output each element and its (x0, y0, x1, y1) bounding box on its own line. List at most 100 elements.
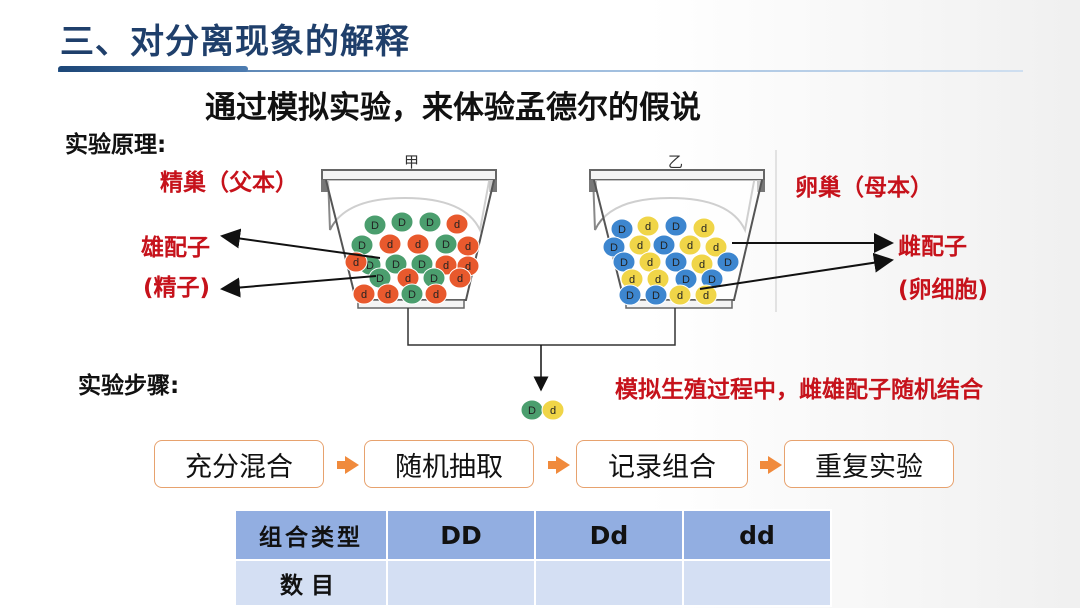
svg-text:d: d (405, 273, 411, 285)
step-arrow-3 (760, 456, 782, 474)
svg-text:d: d (387, 239, 393, 251)
ball-recessive: d (406, 233, 430, 255)
svg-text:d: d (645, 221, 651, 233)
male-gamete-arrow-2 (220, 275, 377, 298)
ball-recessive: d (378, 233, 402, 255)
svg-text:D: D (426, 217, 434, 229)
svg-text:D: D (620, 257, 628, 269)
svg-text:D: D (724, 257, 732, 269)
svg-text:D: D (672, 221, 680, 233)
table-header-row: 组合类型 DD Dd dd (234, 509, 832, 561)
svg-text:d: d (713, 242, 719, 254)
result-table: 组合类型 DD Dd dd 数目 (234, 509, 832, 607)
ball-dominant: D (434, 233, 458, 255)
ball-dominant: D (418, 211, 442, 233)
svg-text:D: D (652, 290, 660, 302)
connector-line (407, 308, 676, 346)
svg-text:D: D (371, 220, 379, 232)
ball-dominant: D (652, 234, 676, 256)
female-gamete-arrow-2 (699, 252, 894, 290)
ball-dominant: D (664, 215, 688, 237)
svg-text:d: d (687, 240, 693, 252)
svg-text:d: d (550, 405, 556, 417)
ball-recessive: d (704, 236, 728, 258)
table-header-dd-mixed: Dd (534, 509, 684, 561)
combine-note: 模拟生殖过程中，雌雄配子随机结合 (615, 377, 983, 403)
svg-text:d: d (443, 260, 449, 272)
ball-dominant: D (610, 218, 634, 240)
ball-dominant: D (400, 283, 424, 305)
step-draw: 随机抽取 (364, 440, 534, 488)
ball-dominant: D (363, 214, 387, 236)
ball-recessive: d (692, 217, 716, 239)
table-cell-dd-mixed[interactable] (534, 559, 684, 607)
ball-dominant: D (618, 284, 642, 306)
result-ball-recessive: d (541, 399, 565, 421)
ball-dominant: D (350, 234, 374, 256)
table-cell-dd-lower[interactable] (682, 559, 832, 607)
svg-text:d: d (655, 274, 661, 286)
ball-recessive: d (678, 234, 702, 256)
bucket-a-ear-left (321, 180, 329, 192)
svg-text:d: d (361, 289, 367, 301)
step-repeat: 重复实验 (784, 440, 954, 488)
svg-text:D: D (618, 224, 626, 236)
table-header-dd-upper: DD (386, 509, 536, 561)
svg-text:d: d (701, 223, 707, 235)
slide-title: 三、对分离现象的解释 (60, 22, 410, 62)
title-underline (58, 70, 1023, 72)
ball-dominant: D (390, 211, 414, 233)
svg-text:d: d (465, 241, 471, 253)
ball-recessive: d (376, 283, 400, 305)
svg-text:D: D (660, 240, 668, 252)
testis-label: 精巢（父本） (160, 170, 298, 196)
ball-recessive: d (636, 215, 660, 237)
ball-recessive: d (694, 284, 718, 306)
svg-text:D: D (708, 274, 716, 286)
table-header-type: 组合类型 (234, 509, 388, 561)
svg-text:d: d (433, 289, 439, 301)
svg-text:d: d (465, 261, 471, 273)
sperm-label: (精子) (143, 275, 211, 301)
svg-text:d: d (677, 290, 683, 302)
table-cell-dd-upper[interactable] (386, 559, 536, 607)
bucket-b-ear-left (589, 180, 597, 192)
principle-label: 实验原理: (65, 132, 167, 158)
svg-text:D: D (682, 274, 690, 286)
svg-text:d: d (415, 239, 421, 251)
male-gamete-label: 雄配子 (141, 235, 210, 261)
ball-recessive: d (352, 283, 376, 305)
egg-label: (卵细胞) (898, 277, 989, 303)
ball-dominant: D (674, 268, 698, 290)
steps-label: 实验步骤: (78, 373, 180, 399)
step-mix: 充分混合 (154, 440, 324, 488)
svg-text:d: d (454, 219, 460, 231)
ball-dominant: D (644, 284, 668, 306)
svg-text:d: d (457, 273, 463, 285)
svg-text:d: d (637, 240, 643, 252)
table-row: 数目 (234, 559, 832, 607)
female-gamete-label: 雌配子 (898, 234, 967, 260)
ovary-label: 卵巢（母本） (795, 175, 933, 201)
svg-text:d: d (647, 257, 653, 269)
ball-recessive: d (668, 284, 692, 306)
svg-text:d: d (353, 257, 359, 269)
svg-text:D: D (672, 257, 680, 269)
ball-dominant: D (410, 253, 434, 275)
svg-text:D: D (610, 242, 618, 254)
svg-text:D: D (408, 289, 416, 301)
step-arrow-2 (548, 456, 570, 474)
svg-text:D: D (392, 259, 400, 271)
svg-text:D: D (358, 240, 366, 252)
ball-dominant: D (384, 253, 408, 275)
ball-recessive: d (344, 251, 368, 273)
ball-recessive: d (424, 283, 448, 305)
step-record: 记录组合 (576, 440, 748, 488)
ball-recessive: d (445, 213, 469, 235)
slide-subtitle: 通过模拟实验，来体验孟德尔的假说 (205, 90, 701, 126)
male-gamete-arrow-1 (220, 228, 381, 259)
